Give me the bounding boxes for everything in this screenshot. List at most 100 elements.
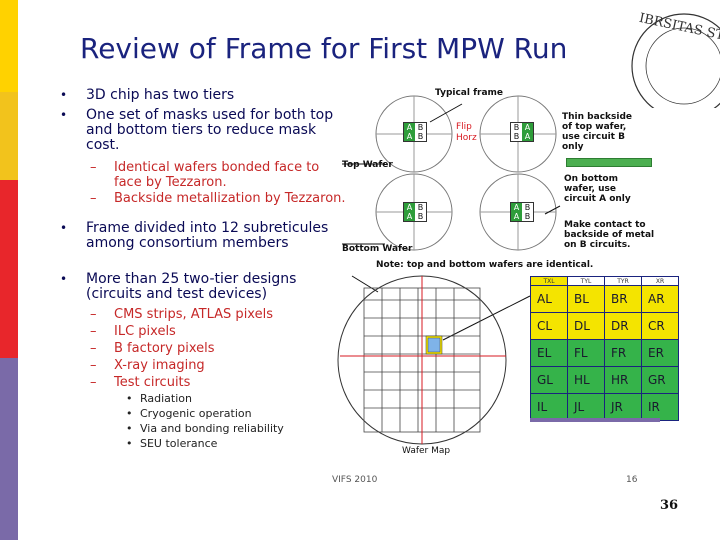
sub-bullet-item: –Identical wafers bonded face to face by… bbox=[90, 160, 350, 190]
reticle-cell: GR bbox=[641, 366, 679, 394]
sub-sub-bullet-item: •Radiation bbox=[126, 392, 336, 405]
label-wafer-map: Wafer Map bbox=[402, 446, 451, 456]
reticle-cell: CL bbox=[530, 312, 568, 340]
page-number: 36 bbox=[660, 498, 679, 513]
reticle-cell: HL bbox=[567, 366, 605, 394]
sub-bullet-text: Identical wafers bonded face to face by … bbox=[114, 160, 320, 190]
reticle-table: TXL TYL TYR XR AL BL BR AR CL DL DR CR E… bbox=[530, 276, 679, 421]
bullet-item: •Frame divided into 12 subreticules amon… bbox=[60, 220, 329, 251]
chip-letter-a: A bbox=[404, 212, 415, 221]
label-flip: Flip bbox=[456, 122, 472, 132]
reticle-header: TYR bbox=[604, 276, 642, 286]
reticle-row: EL FL FR ER bbox=[530, 339, 679, 367]
label-horz: Horz bbox=[456, 133, 477, 143]
bullet-text: 3D chip has two tiers bbox=[86, 87, 235, 103]
label-make-contact: Make contact to backside of metal on B c… bbox=[564, 220, 655, 250]
reticle-header: TXL bbox=[530, 276, 568, 286]
bullet-item: •3D chip has two tiers bbox=[60, 87, 235, 103]
sub-bullet-text: CMS strips, ATLAS pixels bbox=[114, 307, 273, 322]
sub-sub-bullet-item: •Cryogenic operation bbox=[126, 407, 336, 420]
chip-letter-a: A bbox=[404, 132, 415, 141]
reticle-row: IL JL JR IR bbox=[530, 393, 679, 421]
sub-sub-bullet-text: Cryogenic operation bbox=[140, 407, 252, 420]
sub-bullet-item: –CMS strips, ATLAS pixels bbox=[90, 307, 350, 322]
band-yellow bbox=[0, 0, 18, 92]
sub-bullet-item: –ILC pixels bbox=[90, 324, 350, 339]
reticle-cell: GL bbox=[530, 366, 568, 394]
chip-letter-b: B bbox=[524, 203, 531, 212]
chip-letter-b: B bbox=[417, 203, 424, 212]
reticle-cell: ER bbox=[641, 339, 679, 367]
band-red bbox=[0, 180, 18, 358]
reticle-header: TYL bbox=[567, 276, 605, 286]
bullet-text: Frame divided into 12 subreticules among… bbox=[86, 220, 329, 251]
sub-bullet-item: –Backside metallization by Tezzaron. bbox=[90, 191, 350, 206]
label-on-bottom: On bottom wafer, use circuit A only bbox=[564, 174, 631, 204]
chip-letter-b: B bbox=[513, 132, 520, 141]
band-purple bbox=[0, 358, 18, 540]
chip-letter-a: A bbox=[511, 203, 522, 212]
chip-letter-a: A bbox=[404, 203, 415, 212]
label-top-wafer: Top Wafer bbox=[342, 160, 393, 170]
reticle-cell: DR bbox=[604, 312, 642, 340]
green-bar bbox=[566, 158, 652, 167]
sub-sub-bullet-item: •SEU tolerance bbox=[126, 437, 336, 450]
chip-letter-b: B bbox=[417, 132, 424, 141]
label-note: Note: top and bottom wafers are identica… bbox=[376, 260, 594, 270]
chip-letter-a: A bbox=[511, 212, 522, 221]
sub-bullet-text: B factory pixels bbox=[114, 341, 215, 356]
chip-letter-b: B bbox=[524, 212, 531, 221]
reticle-header: XR bbox=[641, 276, 679, 286]
sub-bullet-text: Test circuits bbox=[114, 375, 191, 390]
sub-bullet-item: –X-ray imaging bbox=[90, 358, 350, 373]
bullet-item: •One set of masks used for both top and … bbox=[60, 108, 345, 153]
reticle-cell: HR bbox=[604, 366, 642, 394]
slide-title: Review of Frame for First MPW Run bbox=[80, 32, 568, 65]
reticle-header-row: TXL TYL TYR XR bbox=[530, 276, 679, 286]
reticle-cell: IR bbox=[641, 393, 679, 421]
band-gold bbox=[0, 92, 18, 180]
sub-bullet-text: X-ray imaging bbox=[114, 358, 205, 373]
chip-letter-a: A bbox=[522, 132, 533, 141]
sub-sub-bullet-text: Via and bonding reliability bbox=[140, 422, 284, 435]
bullet-item: •More than 25 two-tier designs (circuits… bbox=[60, 272, 330, 302]
reticle-cell: CR bbox=[641, 312, 679, 340]
reticle-cell: BR bbox=[604, 285, 642, 313]
chip-letter-a: A bbox=[404, 123, 415, 132]
footer-right: 16 bbox=[626, 475, 638, 485]
sub-bullet-item: –B factory pixels bbox=[90, 341, 350, 356]
chip-letter-b: B bbox=[417, 123, 424, 132]
chip-letter-b: B bbox=[417, 212, 424, 221]
reticle-row: CL DL DR CR bbox=[530, 312, 679, 340]
reticle-bottom-stripe bbox=[530, 418, 660, 422]
bullet-text: More than 25 two-tier designs (circuits … bbox=[86, 271, 297, 302]
footer-left: VIFS 2010 bbox=[332, 475, 378, 485]
reticle-cell: AR bbox=[641, 285, 679, 313]
reticle-row: GL HL HR GR bbox=[530, 366, 679, 394]
reticle-cell: EL bbox=[530, 339, 568, 367]
label-bottom-wafer: Bottom Wafer bbox=[342, 244, 413, 254]
reticle-cell: FL bbox=[567, 339, 605, 367]
reticle-cell: DL bbox=[567, 312, 605, 340]
bullet-text: One set of masks used for both top and b… bbox=[86, 107, 334, 153]
sub-sub-bullet-item: •Via and bonding reliability bbox=[126, 422, 336, 435]
reticle-cell: JL bbox=[567, 393, 605, 421]
sub-sub-bullet-text: SEU tolerance bbox=[140, 437, 218, 450]
reticle-cell: AL bbox=[530, 285, 568, 313]
chip-letter-b: B bbox=[513, 123, 520, 132]
sub-bullet-item: –Test circuits bbox=[90, 375, 350, 390]
reticle-cell: IL bbox=[530, 393, 568, 421]
chip-letter-a: A bbox=[522, 123, 533, 132]
sub-bullet-text: Backside metallization by Tezzaron. bbox=[114, 191, 346, 206]
label-typical-frame: Typical frame bbox=[435, 88, 504, 98]
label-thin-backside: Thin backside of top wafer, use circuit … bbox=[562, 112, 632, 152]
reticle-cell: BL bbox=[567, 285, 605, 313]
sub-bullet-text: ILC pixels bbox=[114, 324, 176, 339]
reticle-cell: JR bbox=[604, 393, 642, 421]
university-seal: IBRSITAS ST bbox=[631, 11, 720, 108]
